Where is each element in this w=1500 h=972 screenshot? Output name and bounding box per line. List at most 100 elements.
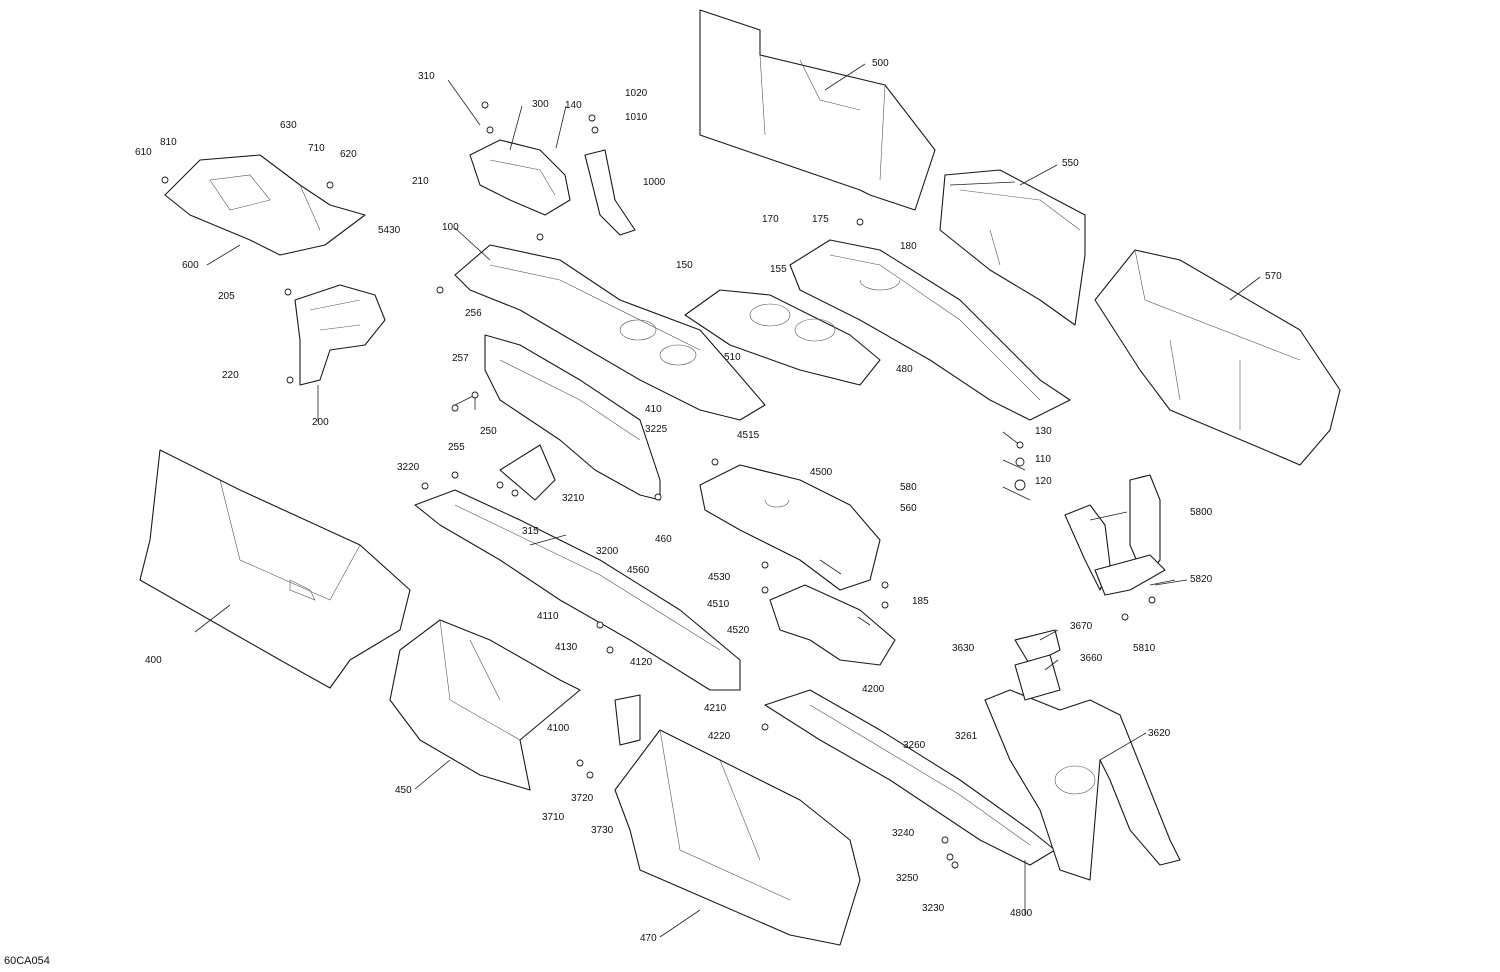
part-console-170 — [789, 239, 1071, 421]
callout-3630: 3630 — [952, 643, 975, 654]
callout-210: 210 — [412, 176, 429, 187]
callout-155: 155 — [770, 264, 787, 275]
callout-4520: 4520 — [727, 625, 750, 636]
callout-3670: 3670 — [1070, 621, 1093, 632]
callout-450: 450 — [395, 785, 412, 796]
callout-256: 256 — [465, 308, 482, 319]
callout-480: 480 — [896, 364, 913, 375]
callout-4130: 4130 — [555, 642, 578, 653]
callout-4500: 4500 — [810, 467, 833, 478]
callout-550: 550 — [1062, 158, 1079, 169]
part-housing-300 — [469, 139, 571, 216]
fasteners — [161, 101, 1156, 869]
callout-460: 460 — [655, 534, 672, 545]
part-console-100 — [454, 244, 766, 421]
callout-1020: 1020 — [625, 88, 648, 99]
callout-410: 410 — [645, 404, 662, 415]
callout-510: 510 — [724, 352, 741, 363]
callout-610: 610 — [135, 147, 152, 158]
callout-3720: 3720 — [571, 793, 594, 804]
callout-110: 110 — [1035, 454, 1051, 465]
callout-4515: 4515 — [737, 430, 760, 441]
drawing-id: 60CA054 — [4, 955, 50, 967]
part-panel-450 — [389, 619, 581, 791]
callout-3250: 3250 — [896, 873, 919, 884]
callout-310: 310 — [418, 71, 435, 82]
part-lever-1000 — [584, 149, 636, 236]
callout-1000: 1000 — [643, 177, 666, 188]
part-frame-3200 — [414, 489, 741, 691]
callout-630: 630 — [280, 120, 297, 131]
callout-710: 710 — [308, 143, 325, 154]
callout-620: 620 — [340, 149, 357, 160]
callout-500: 500 — [872, 58, 889, 69]
callout-205: 205 — [218, 291, 235, 302]
callout-185: 185 — [912, 596, 929, 607]
callout-3620: 3620 — [1148, 728, 1171, 739]
callout-5430: 5430 — [378, 225, 401, 236]
callout-3710: 3710 — [542, 812, 565, 823]
callout-220: 220 — [222, 370, 239, 381]
callout-300: 300 — [532, 99, 549, 110]
callout-3210: 3210 — [562, 493, 585, 504]
callout-470: 470 — [640, 933, 657, 944]
callout-4510: 4510 — [707, 599, 730, 610]
callout-175: 175 — [812, 214, 829, 225]
callout-3220: 3220 — [397, 462, 420, 473]
callout-3730: 3730 — [591, 825, 614, 836]
callout-4800: 4800 — [1010, 908, 1033, 919]
part-panel-470 — [614, 729, 861, 946]
part-bracket-3210 — [499, 444, 556, 501]
callout-560: 560 — [900, 503, 917, 514]
callout-3660: 3660 — [1080, 653, 1103, 664]
callout-3260: 3260 — [903, 740, 926, 751]
part-housing-4200 — [769, 584, 896, 666]
callout-4110: 4110 — [537, 611, 559, 622]
part-bracket-4100 — [614, 694, 641, 746]
callout-315: 315 — [522, 526, 539, 537]
callout-120: 120 — [1035, 476, 1052, 487]
part-console-150-155 — [684, 289, 881, 386]
part-boot-5800 — [1064, 474, 1166, 596]
part-panel-250 — [484, 334, 661, 501]
leader-lines — [194, 63, 1261, 938]
callout-4100: 4100 — [547, 723, 570, 734]
part-housing-4500 — [699, 464, 881, 591]
callout-3261: 3261 — [955, 731, 978, 742]
callout-3230: 3230 — [922, 903, 945, 914]
callout-3225: 3225 — [645, 424, 668, 435]
callout-5810: 5810 — [1133, 643, 1156, 654]
callout-600: 600 — [182, 260, 199, 271]
part-panel-570 — [1094, 249, 1341, 466]
callout-180: 180 — [900, 241, 917, 252]
callout-257: 257 — [452, 353, 469, 364]
callout-3240: 3240 — [892, 828, 915, 839]
part-bracket-200 — [294, 284, 386, 386]
callout-4560: 4560 — [627, 565, 650, 576]
callout-4220: 4220 — [708, 731, 731, 742]
callout-labels: 100 110 120 130 140 150 155 170 175 180 … — [135, 58, 1282, 944]
callout-200: 200 — [312, 417, 329, 428]
part-tray-600 — [164, 154, 366, 256]
callout-3200: 3200 — [596, 546, 619, 557]
callout-5820: 5820 — [1190, 574, 1213, 585]
callout-100: 100 — [442, 222, 459, 233]
part-panel-550 — [939, 169, 1086, 326]
callout-4530: 4530 — [708, 572, 731, 583]
callout-810: 810 — [160, 137, 177, 148]
callout-4200: 4200 — [862, 684, 885, 695]
callout-570: 570 — [1265, 271, 1282, 282]
callout-580: 580 — [900, 482, 917, 493]
callout-5800: 5800 — [1190, 507, 1213, 518]
callout-400: 400 — [145, 655, 162, 666]
callout-250: 250 — [480, 426, 497, 437]
callout-4210: 4210 — [704, 703, 727, 714]
callout-255: 255 — [448, 442, 465, 453]
callout-4120: 4120 — [630, 657, 653, 668]
part-covers-3660-3670 — [1014, 629, 1061, 701]
callout-150: 150 — [676, 260, 693, 271]
part-panel-400 — [139, 449, 411, 689]
callout-1010: 1010 — [625, 112, 648, 123]
part-panel-500 — [699, 9, 936, 211]
